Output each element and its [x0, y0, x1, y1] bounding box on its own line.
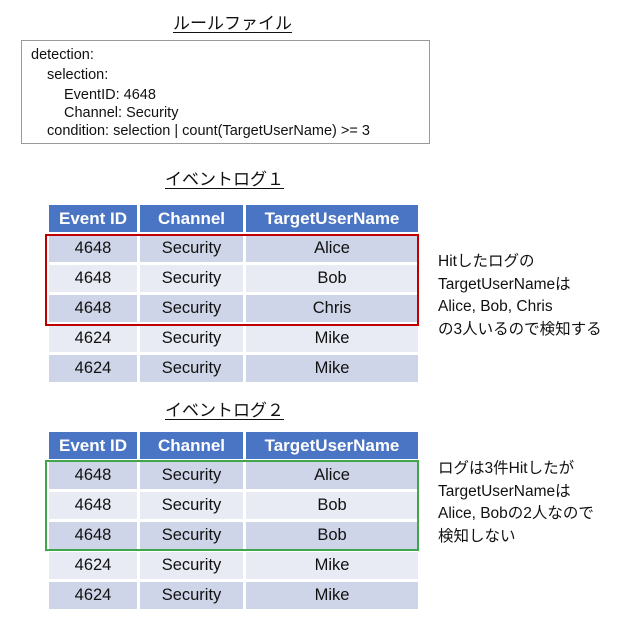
table-row: 4648 Security Alice — [49, 462, 418, 489]
note-line: Hitしたログの — [438, 253, 535, 270]
cell-channel: Security — [140, 295, 243, 322]
cell-channel: Security — [140, 522, 243, 549]
cell-event-id: 4648 — [49, 295, 137, 322]
note-line: TargetUserNameは — [438, 275, 571, 293]
header-channel: Channel — [140, 432, 243, 459]
cell-channel: Security — [140, 462, 243, 489]
rule-line-detection: detection: — [31, 47, 94, 63]
rule-line-condition: condition: selection | count(TargetUserN… — [47, 123, 370, 139]
table-row: 4648 Security Chris — [49, 295, 418, 322]
event-log-2-table: Event ID Channel TargetUserName 4648 Sec… — [46, 429, 421, 612]
cell-channel: Security — [140, 492, 243, 519]
event-log-2-title: イベントログ２ — [165, 401, 284, 421]
cell-channel: Security — [140, 582, 243, 609]
table-row: 4648 Security Bob — [49, 522, 418, 549]
rule-file-title: ルールファイル — [173, 14, 292, 34]
event-log-2-note: ログは3件Hitしたが TargetUserNameは Alice, Bobの2… — [438, 458, 594, 548]
header-channel: Channel — [140, 205, 243, 232]
header-event-id: Event ID — [49, 432, 137, 459]
cell-target-user-name: Mike — [246, 552, 418, 579]
cell-channel: Security — [140, 265, 243, 292]
table-row: 4624 Security Mike — [49, 355, 418, 382]
table-row: 4624 Security Mike — [49, 582, 418, 609]
table-row: 4648 Security Alice — [49, 235, 418, 262]
cell-channel: Security — [140, 325, 243, 352]
event-log-1-title: イベントログ１ — [165, 170, 284, 190]
table-row: 4648 Security Bob — [49, 492, 418, 519]
cell-event-id: 4624 — [49, 355, 137, 382]
rule-line-channel: Channel: Security — [64, 105, 179, 121]
cell-target-user-name: Mike — [246, 355, 418, 382]
cell-channel: Security — [140, 552, 243, 579]
table-row: 4648 Security Bob — [49, 265, 418, 292]
cell-channel: Security — [140, 235, 243, 262]
table-row: 4624 Security Mike — [49, 552, 418, 579]
header-event-id: Event ID — [49, 205, 137, 232]
cell-target-user-name: Chris — [246, 295, 418, 322]
cell-target-user-name: Mike — [246, 582, 418, 609]
event-log-1-note: Hitしたログの TargetUserNameは Alice, Bob, Chr… — [438, 251, 602, 341]
note-line: ログは3件Hitしたが — [438, 460, 575, 477]
cell-channel: Security — [140, 355, 243, 382]
cell-event-id: 4624 — [49, 552, 137, 579]
note-line: Alice, Bob, Chris — [438, 298, 553, 315]
cell-event-id: 4648 — [49, 492, 137, 519]
rule-line-eventid: EventID: 4648 — [64, 87, 156, 103]
table-header-row: Event ID Channel TargetUserName — [49, 205, 418, 232]
cell-event-id: 4648 — [49, 235, 137, 262]
table-header-row: Event ID Channel TargetUserName — [49, 432, 418, 459]
cell-event-id: 4648 — [49, 522, 137, 549]
header-target-user-name: TargetUserName — [246, 205, 418, 232]
rule-line-selection: selection: — [47, 67, 109, 83]
note-line: 検知しない — [438, 527, 516, 545]
cell-target-user-name: Mike — [246, 325, 418, 352]
table-row: 4624 Security Mike — [49, 325, 418, 352]
cell-target-user-name: Bob — [246, 265, 418, 292]
cell-event-id: 4624 — [49, 582, 137, 609]
note-line: の3人いるので検知する — [438, 320, 602, 338]
cell-target-user-name: Alice — [246, 235, 418, 262]
cell-event-id: 4624 — [49, 325, 137, 352]
note-line: Alice, Bobの2人なので — [438, 505, 594, 522]
cell-event-id: 4648 — [49, 265, 137, 292]
cell-target-user-name: Bob — [246, 492, 418, 519]
event-log-1-table: Event ID Channel TargetUserName 4648 Sec… — [46, 202, 421, 385]
cell-target-user-name: Bob — [246, 522, 418, 549]
cell-target-user-name: Alice — [246, 462, 418, 489]
cell-event-id: 4648 — [49, 462, 137, 489]
header-target-user-name: TargetUserName — [246, 432, 418, 459]
note-line: TargetUserNameは — [438, 482, 571, 500]
rule-file-box: detection: selection: EventID: 4648 Chan… — [21, 40, 430, 144]
